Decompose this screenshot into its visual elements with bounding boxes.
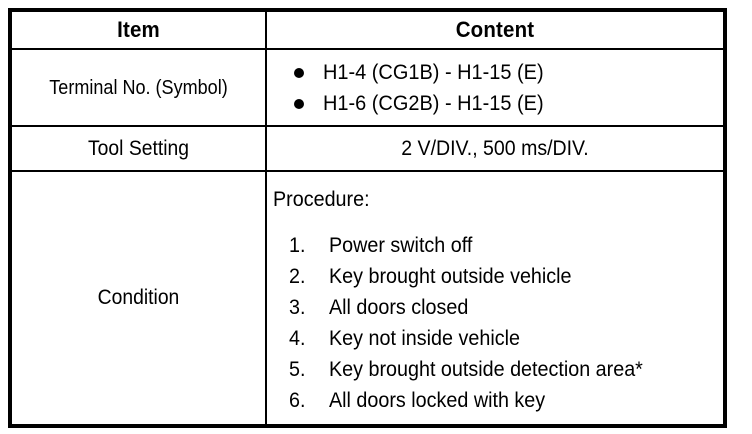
list-item: H1-4 (CG1B) - H1-15 (E) <box>291 57 723 88</box>
step-text: Key brought outside detection area* <box>329 358 643 381</box>
terminal-bullet-list: H1-4 (CG1B) - H1-15 (E) H1-6 (CG2B) - H1… <box>267 57 723 119</box>
row-label-cell-condition: Condition <box>12 170 267 424</box>
step-number: 1. <box>289 234 306 257</box>
step-text: Power switch off <box>329 234 473 257</box>
terminal-pair-1: H1-4 (CG1B) - H1-15 (E) <box>323 60 544 84</box>
table-row-condition: Condition Procedure: 1. Power switch off <box>12 170 723 424</box>
step-text: All doors locked with key <box>329 389 546 412</box>
column-header-item: Item <box>117 17 160 42</box>
list-item: 2. Key brought outside vehicle <box>289 261 723 292</box>
column-header-content: Content <box>455 17 535 42</box>
tool-setting-value: 2 V/DIV., 500 ms/DIV. <box>401 136 589 160</box>
row-label-tool-setting: Tool Setting <box>88 136 189 160</box>
table-row-tool-setting: Tool Setting 2 V/DIV., 500 ms/DIV. <box>12 125 723 171</box>
step-text: All doors closed <box>329 296 469 319</box>
row-content-cell-condition: Procedure: 1. Power switch off 2. Key br… <box>266 170 723 424</box>
step-number: 2. <box>289 265 306 288</box>
terminal-pair-2: H1-6 (CG2B) - H1-15 (E) <box>323 91 544 115</box>
step-text: Key not inside vehicle <box>329 327 520 350</box>
row-label-cell-tool-setting: Tool Setting <box>12 125 267 171</box>
step-number: 3. <box>289 296 306 319</box>
bullet-dot-icon <box>294 98 304 109</box>
list-item: 6. All doors locked with key <box>289 385 723 416</box>
list-item: 1. Power switch off <box>289 230 723 261</box>
table-row-terminal-no: Terminal No. (Symbol) H1-4 (CG1B) - H1-1… <box>12 48 723 126</box>
row-content-cell-terminal-no: H1-4 (CG1B) - H1-15 (E) H1-6 (CG2B) - H1… <box>266 48 723 126</box>
list-item: 5. Key brought outside detection area* <box>289 354 723 385</box>
step-text: Key brought outside vehicle <box>329 265 572 288</box>
step-number: 5. <box>289 358 306 381</box>
list-item: 3. All doors closed <box>289 292 723 323</box>
step-number: 4. <box>289 327 306 350</box>
header-cell-item: Item <box>12 12 267 49</box>
row-label-condition: Condition <box>97 286 180 309</box>
step-number: 6. <box>289 389 306 412</box>
specification-table: Item Content Terminal No. (Symbol) <box>8 8 727 428</box>
procedure-title: Procedure: <box>273 188 370 211</box>
row-label-cell-terminal-no: Terminal No. (Symbol) <box>12 48 267 126</box>
procedure-step-list: 1. Power switch off 2. Key brought outsi… <box>273 230 723 416</box>
row-label-terminal-no: Terminal No. (Symbol) <box>49 75 228 99</box>
table-header-row: Item Content <box>12 12 723 49</box>
list-item: H1-6 (CG2B) - H1-15 (E) <box>291 88 723 119</box>
row-content-cell-tool-setting: 2 V/DIV., 500 ms/DIV. <box>266 125 723 171</box>
list-item: 4. Key not inside vehicle <box>289 323 723 354</box>
header-cell-content: Content <box>266 12 723 49</box>
bullet-dot-icon <box>294 67 304 78</box>
